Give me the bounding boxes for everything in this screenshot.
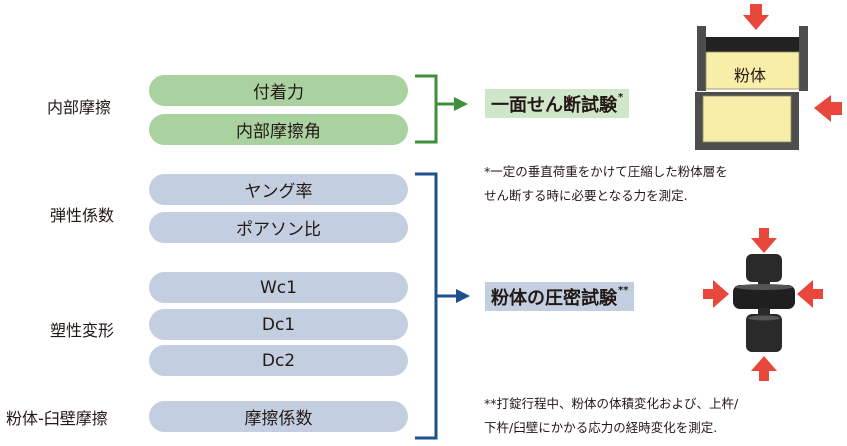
param-wc1: Wc1 bbox=[149, 272, 408, 303]
param-dc2: Dc2 bbox=[149, 345, 408, 376]
param-dc1: Dc1 bbox=[149, 309, 408, 340]
group-label-plastic-deformation: 塑性変形 bbox=[50, 321, 115, 340]
shear-test-illustration bbox=[695, 4, 842, 150]
compression-test-illustration bbox=[703, 228, 823, 381]
green-bracket bbox=[415, 74, 456, 144]
param-youngs-modulus: ヤング率 bbox=[149, 174, 408, 205]
blue-arrow-head bbox=[456, 289, 470, 303]
powder-label: 粉体 bbox=[734, 66, 767, 85]
compression-test-mark: ** bbox=[618, 285, 629, 296]
compression-test-note-line1: **打錠行程中、粉体の体積変化および、上杵/ bbox=[484, 396, 739, 411]
shear-test-mark: * bbox=[618, 92, 624, 103]
group-label-internal-friction: 内部摩擦 bbox=[47, 98, 112, 117]
green-arrow-head bbox=[454, 97, 468, 111]
compression-test-label: 粉体の圧密試験 bbox=[491, 287, 617, 309]
group-label-powder-die-wall-friction: 粉体-臼壁摩擦 bbox=[6, 409, 108, 428]
param-adhesion: 付着力 bbox=[149, 75, 408, 106]
shear-test-note-line2: せん断する時に必要となる力を測定. bbox=[484, 188, 688, 203]
shear-test-note: *一定の垂直荷重をかけて圧縮した粉体層を せん断する時に必要となる力を測定. bbox=[484, 160, 728, 208]
blue-bracket bbox=[415, 172, 458, 440]
compression-test-note: **打錠行程中、粉体の体積変化および、上杵/ 下杵/臼壁にかかる応力の経時変化を… bbox=[484, 392, 738, 440]
shear-test-note-line1: *一定の垂直荷重をかけて圧縮した粉体層を bbox=[484, 164, 728, 179]
param-poisson-ratio: ポアソン比 bbox=[149, 212, 408, 243]
param-friction-coefficient: 摩擦係数 bbox=[149, 401, 408, 432]
shear-test-box: 一面せん断試験* bbox=[485, 89, 630, 118]
group-label-elastic-modulus: 弾性係数 bbox=[50, 206, 115, 225]
compression-test-box: 粉体の圧密試験** bbox=[485, 282, 635, 311]
compression-test-note-line2: 下杵/臼壁にかかる応力の経時変化を測定. bbox=[484, 420, 718, 435]
shear-test-label: 一面せん断試験 bbox=[491, 94, 617, 116]
param-internal-friction-angle: 内部摩擦角 bbox=[149, 114, 408, 145]
